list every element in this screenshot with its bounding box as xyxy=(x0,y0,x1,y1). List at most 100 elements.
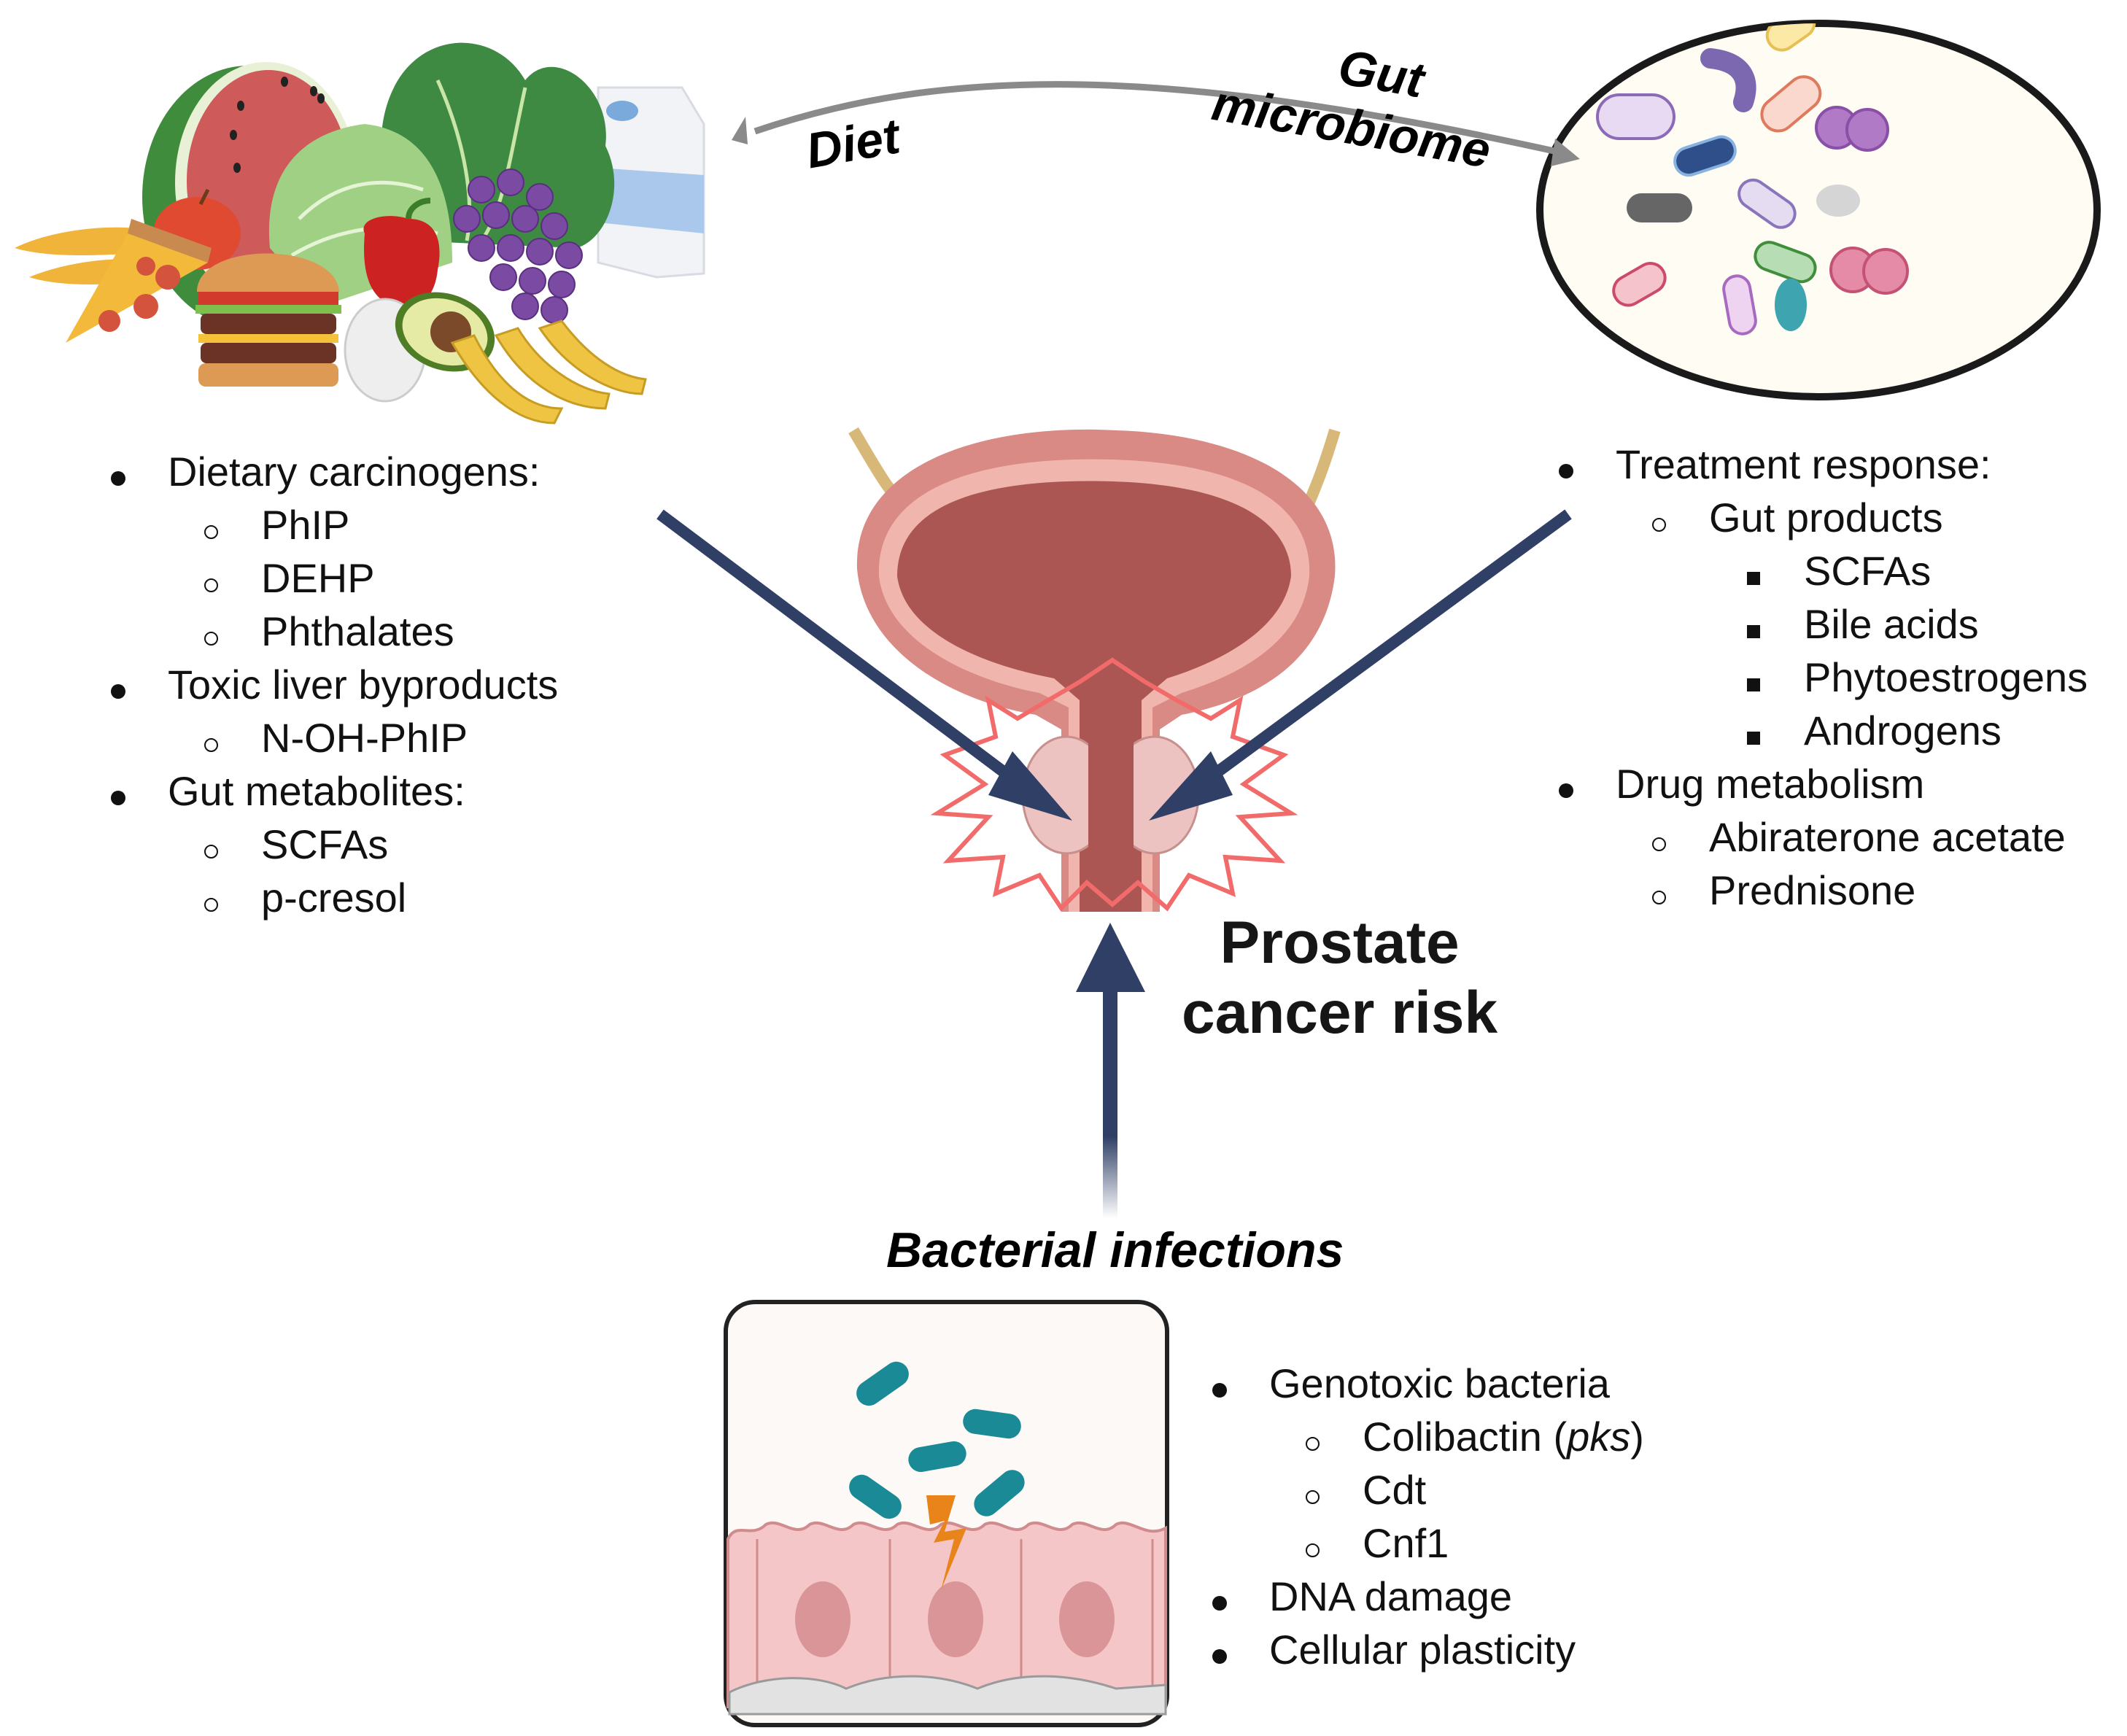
list-item: Cellular plasticity xyxy=(1174,1623,1644,1676)
list-item: Gut products xyxy=(1521,491,2088,544)
list-item: Prednisone xyxy=(1521,864,2088,917)
list-item: Drug metabolism xyxy=(1521,757,2088,810)
cancer-burst-icon xyxy=(930,657,1298,912)
prostate-cancer-risk-title: Prostate cancer risk xyxy=(1182,908,1498,1048)
grapes-icon xyxy=(453,168,583,324)
list-item: Gut metabolites: xyxy=(73,764,558,818)
list-item-text: Prednisone xyxy=(1709,867,1916,913)
list-item-text: Cdt xyxy=(1363,1467,1427,1513)
bullet-square-icon xyxy=(1747,572,1760,585)
list-item-text: SCFAs xyxy=(261,821,389,867)
bullet-dot-icon xyxy=(111,471,125,486)
list-item: Treatment response: xyxy=(1521,438,2088,491)
list-item-text: Toxic liver byproducts xyxy=(168,662,559,708)
bullet-circle-icon xyxy=(1306,1437,1320,1451)
bullet-circle-icon xyxy=(204,898,218,912)
arrowhead-icon xyxy=(1149,751,1233,821)
list-item-text: Bile acids xyxy=(1804,601,1979,647)
list-item-text: DEHP xyxy=(261,555,375,601)
list-item-text: Cnf1 xyxy=(1363,1520,1449,1566)
arrowhead-icon xyxy=(988,751,1072,821)
bacterial-infections-title: Bacterial infections xyxy=(886,1222,1344,1278)
bacteria-to-prostate-arrow xyxy=(1103,985,1117,1218)
list-item: DNA damage xyxy=(1174,1570,1644,1623)
pizza-icon xyxy=(66,219,212,343)
bullet-circle-icon xyxy=(204,845,218,859)
arrowhead-icon xyxy=(1076,923,1145,992)
list-item-text: Dietary carcinogens: xyxy=(168,449,541,495)
list-item: Bile acids xyxy=(1521,597,2088,651)
bullet-dot-icon xyxy=(111,684,125,699)
bananas-icon xyxy=(450,319,647,425)
bullet-circle-icon xyxy=(204,632,218,646)
list-item-suffix: ) xyxy=(1630,1414,1644,1460)
bacterial-infection-panel xyxy=(724,1300,1169,1727)
list-item: PhIP xyxy=(73,498,558,551)
list-item-text: p-cresol xyxy=(261,875,407,921)
bullet-circle-icon xyxy=(1306,1490,1320,1504)
food-illustration xyxy=(15,42,705,425)
list-item-text: PhIP xyxy=(261,502,350,548)
list-item: Androgens xyxy=(1521,704,2088,757)
list-item: Cdt xyxy=(1174,1463,1644,1516)
bullet-circle-icon xyxy=(204,525,218,539)
list-item-text: Androgens xyxy=(1804,708,2002,753)
bullet-square-icon xyxy=(1747,732,1760,745)
arrowhead-right-icon xyxy=(1551,139,1580,166)
bullet-dot-icon xyxy=(111,791,125,805)
list-item-italic: pks xyxy=(1567,1414,1631,1460)
list-item: SCFAs xyxy=(1521,544,2088,597)
list-item: Toxic liver byproducts xyxy=(73,658,558,711)
list-item: SCFAs xyxy=(73,818,558,871)
bullet-circle-icon xyxy=(204,578,218,592)
title-line-2: cancer risk xyxy=(1182,980,1498,1046)
list-item-text: Cellular plasticity xyxy=(1269,1627,1576,1673)
bullet-circle-icon xyxy=(1652,518,1666,532)
diet-to-prostate-arrow xyxy=(656,509,1014,782)
list-item-text: Treatment response: xyxy=(1616,441,1991,487)
list-item: Cnf1 xyxy=(1174,1516,1644,1570)
arrowhead-left-icon xyxy=(732,117,748,144)
diet-microbiome-link-arrow xyxy=(753,81,1558,155)
list-item-text: Abiraterone acetate xyxy=(1709,814,2066,860)
bullet-circle-icon xyxy=(1306,1543,1320,1557)
list-item: Abiraterone acetate xyxy=(1521,810,2088,864)
dna-damage-bolt-icon xyxy=(926,1495,966,1590)
list-item-text: Gut metabolites: xyxy=(168,768,465,814)
list-item: N-OH-PhIP xyxy=(73,711,558,764)
list-item: Phytoestrogens xyxy=(1521,651,2088,704)
bullet-dot-icon xyxy=(1212,1649,1227,1664)
bullet-circle-icon xyxy=(1652,891,1666,904)
list-item-text: Colibactin ( xyxy=(1363,1414,1568,1460)
list-item-text: Genotoxic bacteria xyxy=(1269,1360,1610,1406)
microbiome-to-prostate-arrow xyxy=(1207,509,1572,782)
bullet-square-icon xyxy=(1747,625,1760,638)
bullet-dot-icon xyxy=(1559,464,1573,478)
list-item-text: Phthalates xyxy=(261,608,454,654)
list-item: p-cresol xyxy=(73,871,558,924)
list-item-text: SCFAs xyxy=(1804,548,1932,594)
list-item-text: Phytoestrogens xyxy=(1804,654,2088,700)
list-item-text: N-OH-PhIP xyxy=(261,715,468,761)
list-item: Genotoxic bacteria xyxy=(1174,1357,1644,1410)
list-item-text: Drug metabolism xyxy=(1616,761,1925,807)
list-item-text: DNA damage xyxy=(1269,1573,1513,1619)
burger-icon xyxy=(195,253,341,387)
list-item: Colibactin (pks) xyxy=(1174,1410,1644,1463)
genotoxic-bacteria-icon xyxy=(849,1361,1025,1519)
list-item-text: Gut products xyxy=(1709,495,1943,540)
bullet-circle-icon xyxy=(204,738,218,752)
bullet-dot-icon xyxy=(1212,1596,1227,1611)
bullet-circle-icon xyxy=(1652,837,1666,851)
list-item: Dietary carcinogens: xyxy=(73,445,558,498)
bell-pepper-icon xyxy=(363,198,440,309)
bullet-square-icon xyxy=(1747,678,1760,691)
bullet-dot-icon xyxy=(1212,1383,1227,1398)
bullet-dot-icon xyxy=(1559,783,1573,798)
epithelial-cells-icon xyxy=(727,1522,1167,1716)
milk-carton-icon xyxy=(597,86,705,279)
